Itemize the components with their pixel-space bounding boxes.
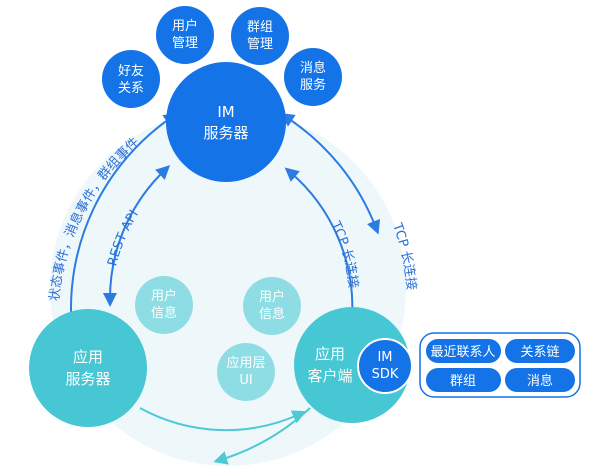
svg-text:消息: 消息 xyxy=(300,60,326,76)
rest-api-arrow xyxy=(102,165,171,307)
svg-text:群组: 群组 xyxy=(247,20,273,35)
feature-groups: 群组 xyxy=(426,368,501,392)
svg-text:最近联系人: 最近联系人 xyxy=(430,345,495,360)
feature-recent-contacts: 最近联系人 xyxy=(426,339,501,363)
user-mgmt-node: 用户 管理 xyxy=(156,6,214,64)
svg-text:应用: 应用 xyxy=(315,345,345,363)
svg-text:用户: 用户 xyxy=(151,288,177,304)
group-mgmt-node: 群组 管理 xyxy=(231,7,289,65)
svg-text:服务器: 服务器 xyxy=(65,370,110,388)
svg-text:客户端: 客户端 xyxy=(307,367,352,385)
svg-text:关系: 关系 xyxy=(118,81,144,96)
svg-text:信息: 信息 xyxy=(259,306,285,322)
svg-text:关系链: 关系链 xyxy=(520,345,559,360)
user-info-left-node: 用户 信息 xyxy=(135,276,193,334)
svg-text:UI: UI xyxy=(239,373,252,388)
friends-node: 好友 关系 xyxy=(102,50,160,108)
svg-text:服务: 服务 xyxy=(300,77,326,93)
svg-text:用户: 用户 xyxy=(172,18,198,34)
bottom-inner-arrow xyxy=(139,407,307,432)
feature-relationship-chain: 关系链 xyxy=(505,339,575,363)
svg-text:管理: 管理 xyxy=(247,37,273,52)
tcp-outer-arrow xyxy=(280,113,381,235)
svg-text:应用: 应用 xyxy=(73,348,103,366)
svg-text:SDK: SDK xyxy=(372,367,399,382)
svg-text:管理: 管理 xyxy=(172,36,198,51)
svg-text:信息: 信息 xyxy=(151,305,177,321)
feature-messages: 消息 xyxy=(505,368,575,392)
im-sdk-node: IM SDK xyxy=(357,338,413,394)
svg-text:消息: 消息 xyxy=(527,373,553,389)
im-server-node: IM 服务器 xyxy=(166,62,286,182)
events-arrow xyxy=(64,113,178,337)
svg-text:好友: 好友 xyxy=(118,63,144,79)
svg-text:IM: IM xyxy=(217,103,234,121)
message-service-node: 消息 服务 xyxy=(284,48,342,106)
app-server-node: 应用 服务器 xyxy=(29,309,147,427)
svg-text:群组: 群组 xyxy=(450,374,476,389)
tcp-inner-arrow xyxy=(284,167,360,325)
svg-text:应用层: 应用层 xyxy=(226,355,265,371)
svg-text:服务器: 服务器 xyxy=(203,124,248,142)
user-info-right-node: 用户 信息 xyxy=(243,277,301,335)
svg-text:用户: 用户 xyxy=(259,289,285,305)
ui-layer-node: 应用层 UI xyxy=(217,343,275,401)
svg-text:IM: IM xyxy=(377,350,392,365)
app-client-node: 应用 客户端 xyxy=(294,307,410,423)
sdk-feature-panel: 最近联系人 关系链 群组 消息 xyxy=(419,332,581,398)
